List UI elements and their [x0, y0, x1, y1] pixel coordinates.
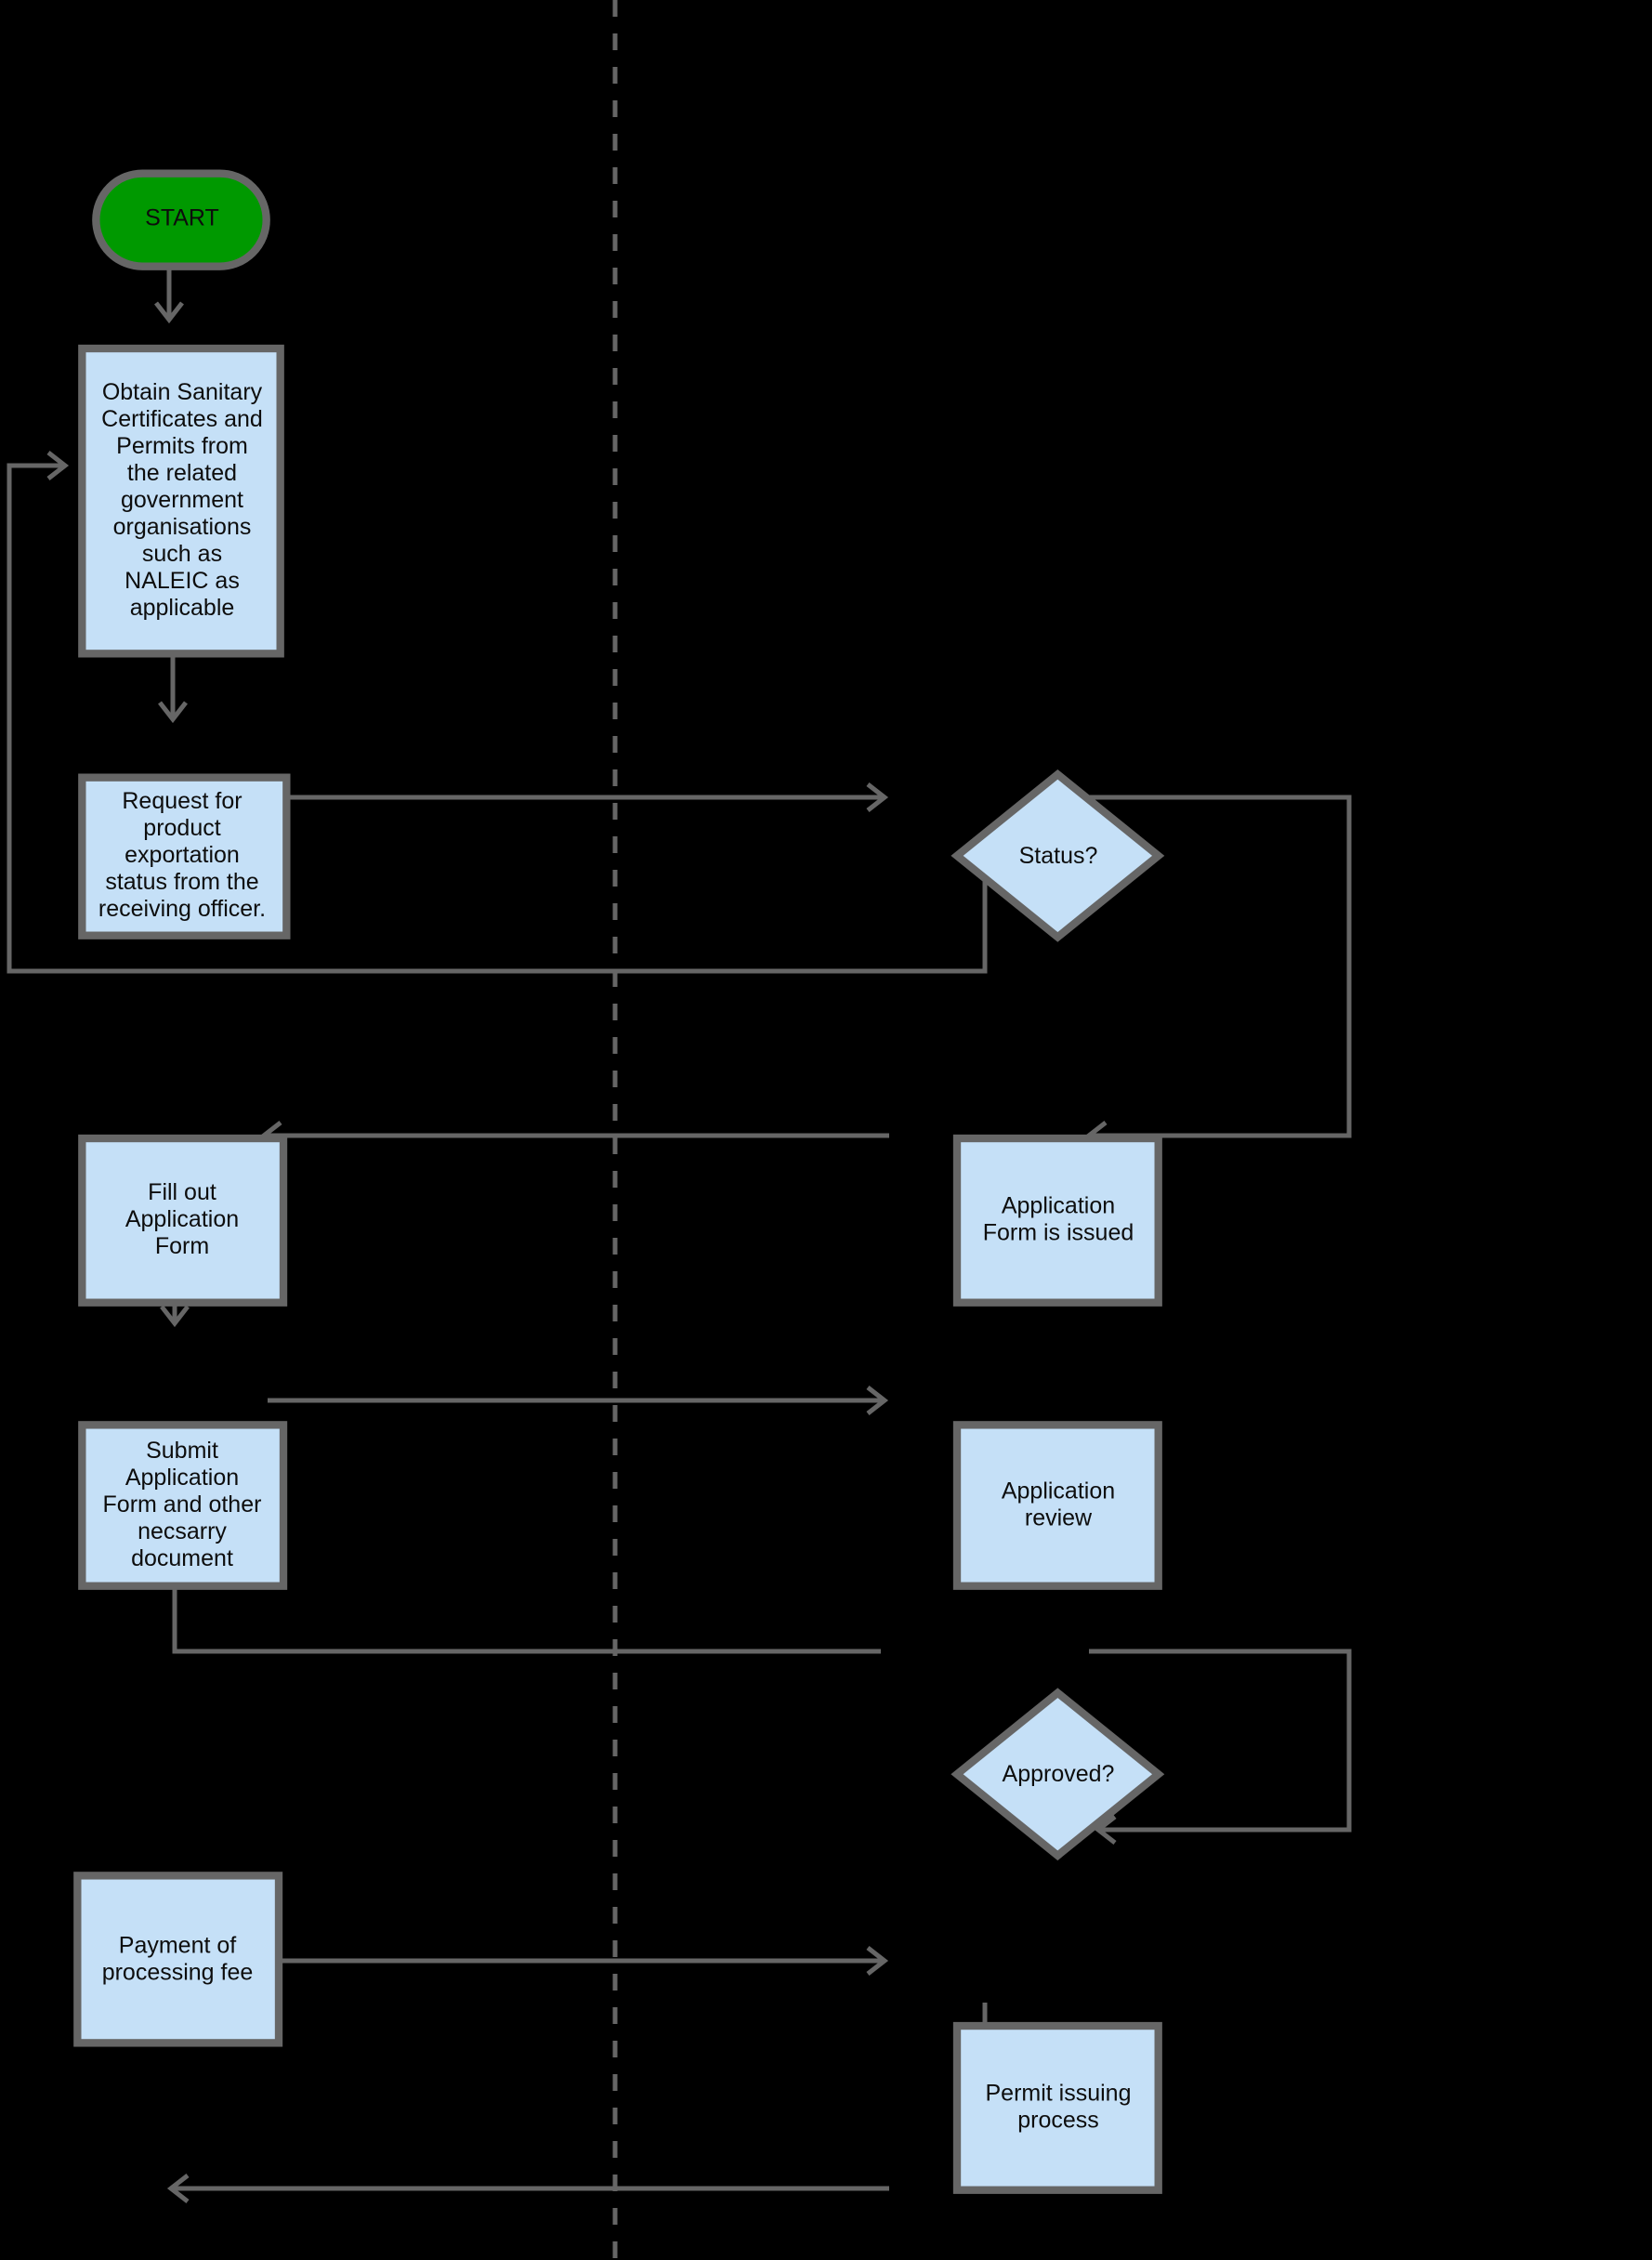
node-status-decision[interactable]: Status?	[951, 769, 1165, 942]
node-approved-decision[interactable]: Approved?	[951, 1688, 1165, 1861]
edge-status-loopback-to-obtain	[7, 451, 988, 974]
edge-issue-permit-to-end	[166, 2174, 889, 2203]
status-decision-label: Status?	[1019, 843, 1098, 869]
form-issued-shape	[952, 1134, 1162, 1307]
edge-submit-to-review	[268, 1386, 889, 1415]
edge-request-to-status	[267, 782, 889, 812]
request-status-shape	[78, 773, 291, 939]
edge-approved-to-payment	[1089, 1649, 1352, 1845]
fill-form-shape	[78, 1134, 288, 1307]
approved-decision-label: Approved?	[1003, 1761, 1115, 1787]
payment-fee-shape	[73, 1872, 283, 2047]
permit-issuing-shape	[952, 2021, 1162, 2194]
application-review-shape	[952, 1421, 1162, 1590]
start-label: START	[145, 205, 219, 231]
node-start[interactable]: START	[92, 169, 270, 270]
status-decision-shape	[951, 769, 1165, 942]
submit-form-shape	[78, 1421, 288, 1590]
approved-decision-shape	[951, 1688, 1165, 1861]
start-shape	[92, 169, 270, 270]
edge-form-issued-to-fill-form	[259, 1121, 889, 1150]
obtain-certificates-shape	[78, 344, 284, 658]
